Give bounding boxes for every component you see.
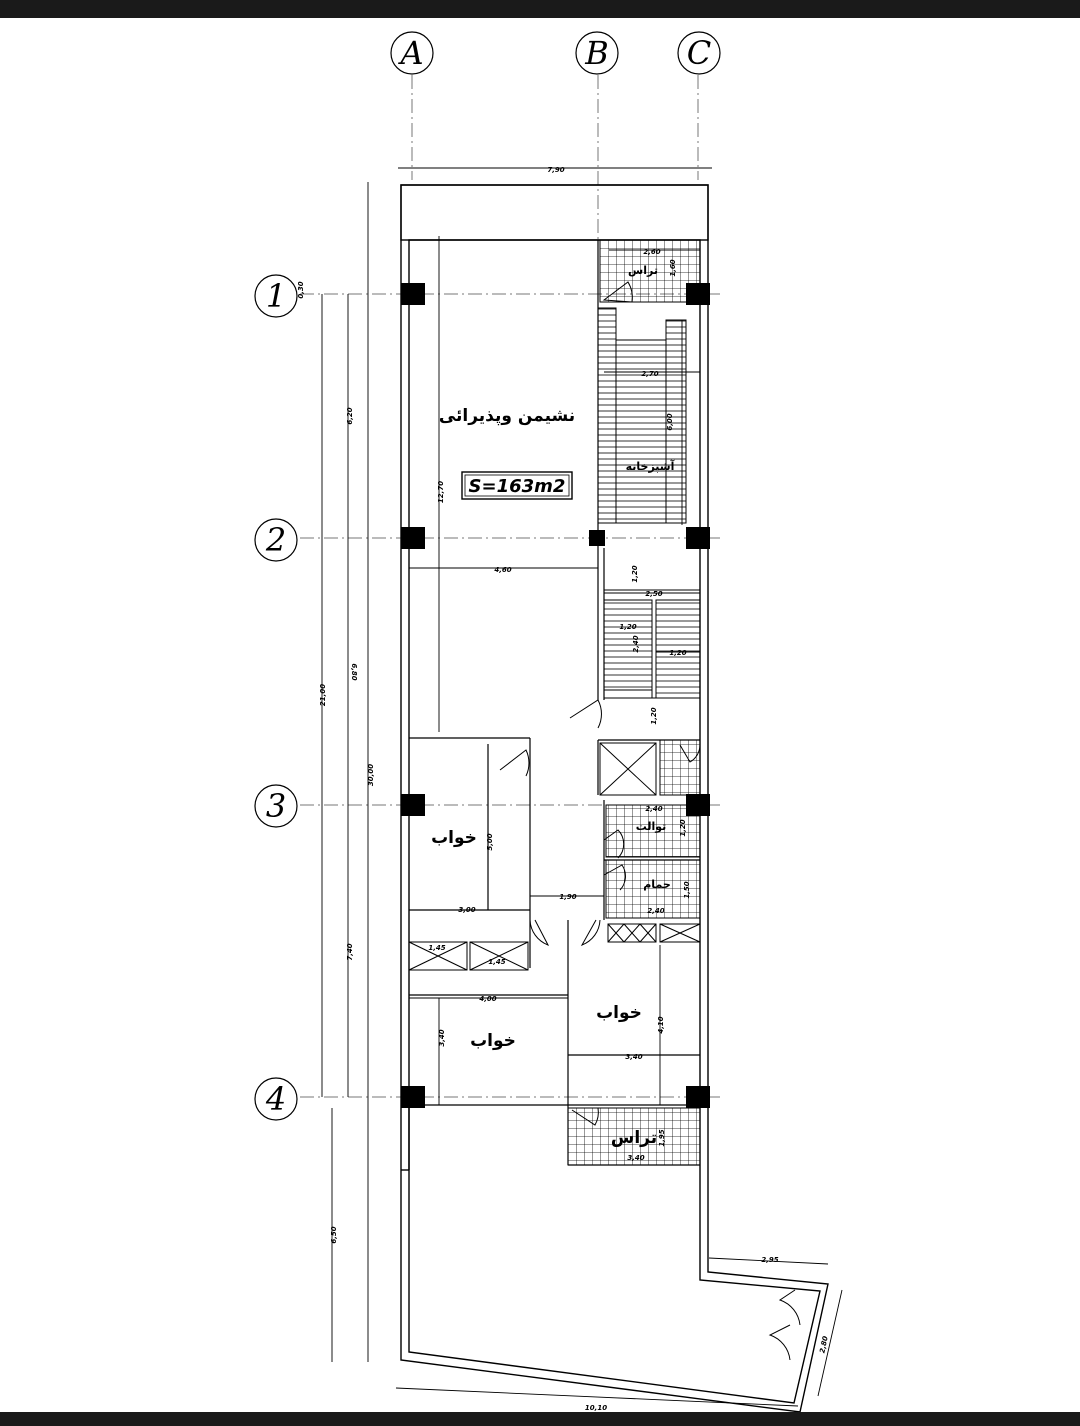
room-label-bath: حمام	[643, 878, 671, 891]
grid-lines	[300, 75, 720, 1098]
dim-bed1-w: 3,00	[458, 906, 475, 914]
dim-closet-a: 1,45	[428, 944, 445, 952]
room-label-toilet: توالت	[636, 820, 667, 833]
outer-walls	[400, 184, 829, 1413]
dim-front-depth: 6,50	[330, 1226, 338, 1243]
dim-toilet-h: 1,20	[679, 819, 687, 836]
room-label-kitchen: آشپزخانه	[626, 459, 675, 473]
dim-stair-b: 1,20	[619, 623, 636, 631]
dim-bath-w: 2,40	[647, 907, 664, 915]
area-label: S=163m2	[469, 476, 566, 497]
dim-stair-a: 1,20	[631, 565, 639, 582]
dim-grid-total: 21,00	[319, 684, 327, 706]
axis-bubble-4: 4	[254, 1077, 298, 1121]
dim-kitchen-width: 2,70	[641, 370, 658, 378]
top-border-bar	[0, 0, 1080, 18]
shafts	[408, 742, 701, 971]
dim-kitchen-depth: 6,00	[666, 413, 674, 430]
dim-top-offset: 0,30	[297, 281, 305, 298]
axis-label-4: 4	[265, 1080, 286, 1118]
dim-bed3-w: 3,40	[625, 1053, 642, 1061]
dim-living-height: 12,70	[437, 481, 445, 503]
axis-bubble-1: 1	[254, 274, 298, 318]
structural-columns	[401, 283, 710, 1108]
dim-bed3-h: 4,10	[657, 1016, 665, 1033]
dim-bed1-h: 5,00	[486, 833, 494, 850]
dim-span-1-2: 6,20	[346, 407, 354, 424]
room-label-terrace-bottom: تراس	[611, 1128, 657, 1148]
dim-closet-b: 1,45	[488, 958, 505, 966]
dim-bed2-w: 4,00	[479, 995, 496, 1003]
axis-bubble-a: A	[390, 31, 434, 75]
dim-span-2-3: 6,80	[350, 663, 358, 680]
dim-overall-height: 30,00	[367, 764, 375, 786]
dim-stair-w: 2,50	[645, 590, 662, 598]
stairs	[603, 589, 701, 699]
dim-bath-h: 1,50	[683, 881, 691, 898]
axis-label-3: 3	[266, 787, 286, 825]
axis-label-a: A	[397, 34, 423, 72]
doors	[499, 281, 801, 1361]
axis-bubble-b: B	[575, 31, 619, 75]
dim-toilet-w: 2,40	[645, 805, 662, 813]
dim-top-width: 7,90	[547, 166, 564, 174]
dim-stair-e: 1,20	[650, 707, 658, 724]
kitchen-counters	[597, 307, 687, 524]
dim-stair-c: 1,20	[669, 649, 686, 657]
dim-terrace-b-w: 3,40	[627, 1154, 644, 1162]
dim-balcony-h: 2,80	[818, 1335, 829, 1354]
room-label-terrace-top: تراس	[628, 264, 658, 277]
dim-balcony-w: 2,95	[761, 1256, 778, 1264]
room-labels: نشیمن وپذیرائی آشپزخانه تراس خواب خواب خ…	[431, 264, 675, 1148]
bottom-border-bar	[0, 1412, 1080, 1426]
axis-label-2: 2	[265, 521, 286, 559]
room-label-bedroom-3: خواب	[596, 1003, 642, 1023]
dim-span-3-4: 7,40	[346, 943, 354, 960]
dimension-lines	[321, 167, 843, 1407]
dim-bottom-width: 10,10	[585, 1404, 607, 1412]
dim-terrace-top-h: 1,60	[669, 259, 677, 276]
room-label-bedroom-1: خواب	[431, 828, 477, 848]
axis-bubble-3: 3	[254, 784, 298, 828]
dim-bed2-h: 3,40	[438, 1029, 446, 1046]
room-label-bedroom-2: خواب	[470, 1031, 516, 1051]
room-label-living: نشیمن وپذیرائی	[439, 406, 575, 426]
dim-stair-d: 2,40	[632, 635, 640, 652]
dim-terrace-top-w: 2,60	[643, 248, 660, 256]
dim-living-width: 4,60	[494, 566, 511, 574]
axis-label-c: C	[687, 34, 711, 72]
dimension-texts: 7,90 10,10 30,00 21,00 6,20 6,80 7,40 6,…	[297, 166, 830, 1412]
axis-bubble-2: 2	[254, 518, 298, 562]
dim-hall-w: 1,90	[559, 893, 576, 901]
dim-terrace-b-h: 1,95	[658, 1129, 666, 1146]
axis-label-1: 1	[266, 277, 286, 315]
area-box: S=163m2	[461, 471, 573, 500]
axis-bubble-c: C	[677, 31, 721, 75]
axis-label-b: B	[584, 34, 609, 72]
